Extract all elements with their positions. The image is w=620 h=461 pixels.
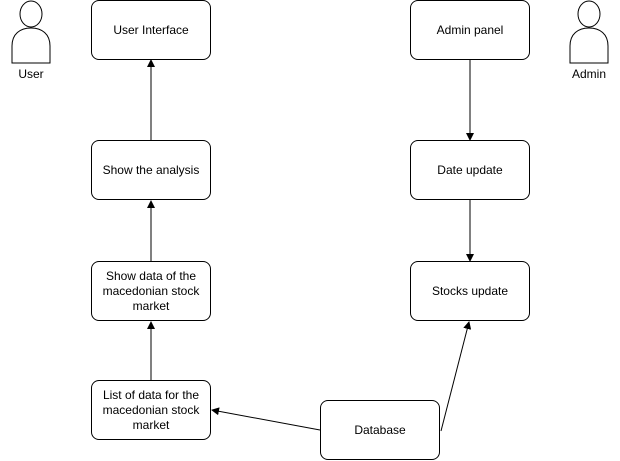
user-icon	[11, 0, 51, 64]
edge-database-to-stocks	[440, 321, 472, 432]
node-user-interface[interactable]: User Interface	[91, 0, 211, 60]
admin-actor-label: Admin	[571, 67, 606, 81]
node-date-update[interactable]: Date update	[410, 140, 530, 200]
node-show-analysis[interactable]: Show the analysis	[91, 140, 211, 200]
node-list-data[interactable]: List of data for the macedonian stock ma…	[91, 380, 211, 440]
node-admin-panel[interactable]: Admin panel	[410, 0, 530, 60]
user-actor-label: User	[18, 67, 44, 81]
admin-icon	[569, 0, 609, 64]
node-stocks-update[interactable]: Stocks update	[410, 261, 530, 321]
edge-database-to-listdata	[211, 407, 321, 431]
node-database[interactable]: Database	[320, 400, 440, 460]
node-show-data[interactable]: Show data of the macedonian stock market	[91, 261, 211, 321]
